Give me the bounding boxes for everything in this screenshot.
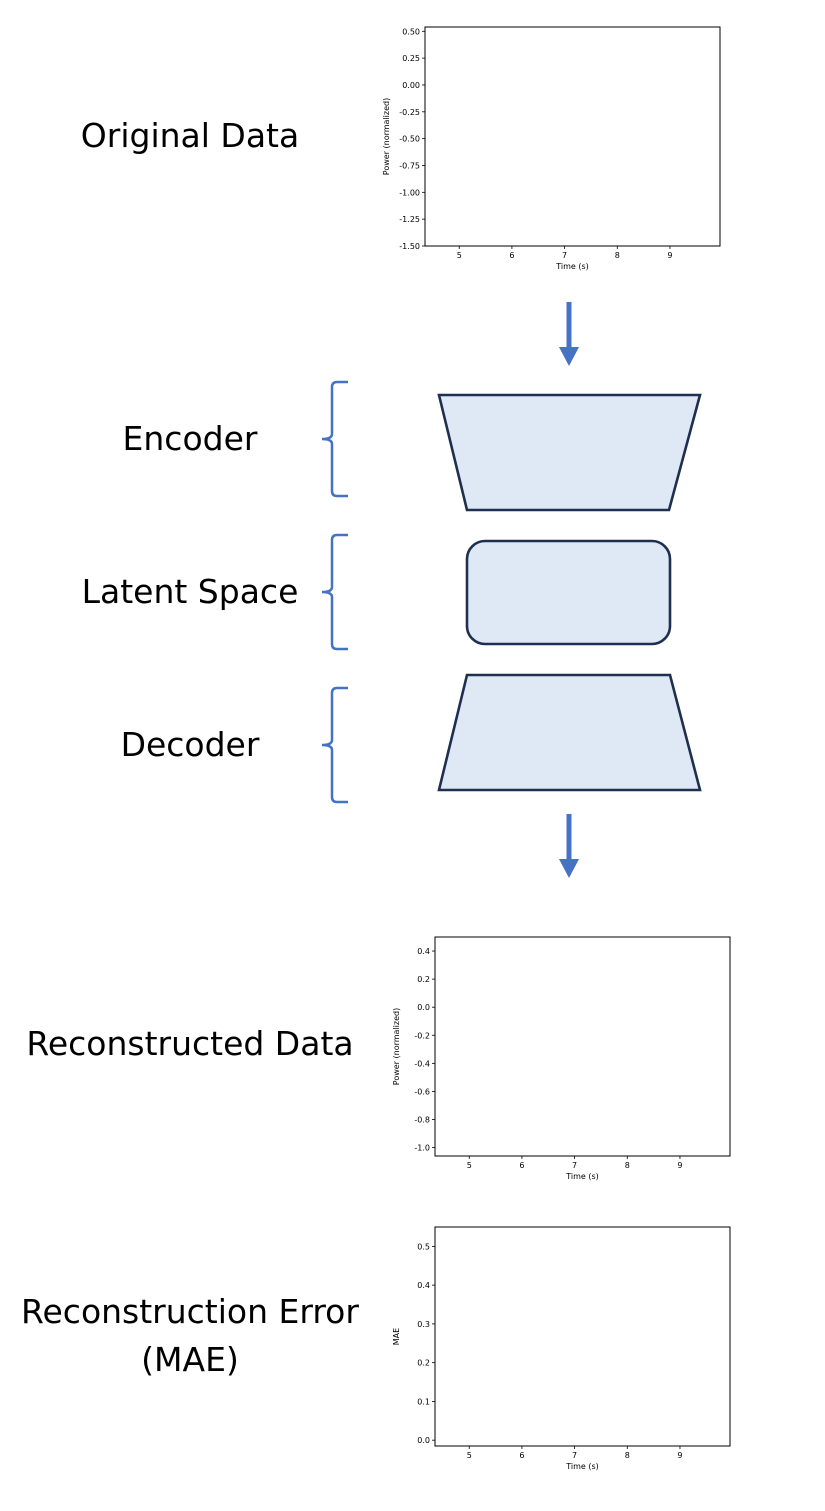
y-tick-label: 0.50	[402, 27, 420, 36]
label-original-data: Original Data	[80, 116, 300, 155]
label-decoder: Decoder	[120, 725, 260, 764]
y-tick-label: -0.25	[399, 108, 420, 117]
y-tick-label: 0.3	[417, 1320, 430, 1329]
brace-encoder	[321, 380, 348, 498]
y-axis-label: Power (normalized)	[392, 1008, 401, 1085]
y-tick-label: -1.00	[399, 188, 420, 197]
y-axis-label: MAE	[392, 1328, 401, 1345]
plot-frame	[434, 936, 731, 1157]
x-axis-label: Time (s)	[565, 1172, 599, 1181]
y-tick-label: -0.4	[414, 1059, 430, 1068]
y-tick-label: -0.75	[399, 161, 420, 170]
latent-space-block	[465, 539, 672, 646]
label-reconstructed-data: Reconstructed Data	[26, 1024, 354, 1063]
x-tick-label: 8	[625, 1451, 630, 1460]
plot-frame	[434, 1226, 731, 1447]
y-tick-label: 0.2	[417, 1359, 430, 1368]
x-axis-label: Time (s)	[555, 262, 589, 271]
y-tick-label: -0.6	[414, 1087, 430, 1096]
x-tick-label: 6	[509, 251, 514, 260]
x-axis-label: Time (s)	[565, 1462, 599, 1471]
x-tick-label: 8	[615, 251, 620, 260]
arrow-down-top	[559, 302, 579, 366]
chart-original-data: 5 6 7 8 9 -1.50 -1.25 -1.00 -0.75 -0.50 -0.25 0.00 0…	[382, 26, 721, 271]
label-encoder: Encoder	[122, 419, 258, 458]
y-tick-label: -0.50	[399, 135, 420, 144]
y-tick-label: -1.50	[399, 242, 420, 251]
label-reconstruction-error-line1: Reconstruction Error	[21, 1292, 359, 1331]
label-latent-space: Latent Space	[81, 572, 299, 611]
y-axis-label: Power (normalized)	[382, 98, 391, 175]
label-reconstruction-error: Reconstruction Error (MAE)	[10, 1288, 370, 1384]
y-tick-label: 0.00	[402, 81, 420, 90]
arrow-head	[559, 347, 579, 366]
y-tick-label: 0.4	[417, 1281, 430, 1290]
plot-frame	[424, 26, 721, 247]
y-tick-label: 0.4	[417, 947, 430, 956]
x-tick-label: 7	[572, 1451, 577, 1460]
y-tick-label: 0.0	[417, 1003, 430, 1012]
x-tick-label: 5	[467, 1161, 472, 1170]
decoder-block	[437, 673, 702, 792]
y-tick-label: -0.8	[414, 1116, 430, 1125]
x-tick-label: 9	[677, 1451, 682, 1460]
x-tick-label: 5	[457, 251, 462, 260]
y-tick-label: 0.0	[417, 1436, 430, 1445]
arrow-down-bottom	[559, 814, 579, 878]
x-tick-label: 9	[677, 1161, 682, 1170]
x-tick-label: 6	[519, 1451, 524, 1460]
x-tick-label: 9	[667, 251, 672, 260]
x-tick-label: 7	[562, 251, 567, 260]
y-tick-label: -1.0	[414, 1144, 430, 1153]
brace-decoder	[321, 686, 348, 804]
y-tick-label: 0.2	[417, 975, 430, 984]
y-tick-label: 0.5	[417, 1242, 430, 1251]
y-tick-label: -0.2	[414, 1031, 430, 1040]
x-tick-label: 6	[519, 1161, 524, 1170]
y-tick-label: 0.25	[402, 54, 420, 63]
x-tick-label: 5	[467, 1451, 472, 1460]
arrow-head	[559, 859, 579, 878]
x-tick-label: 7	[572, 1161, 577, 1170]
encoder-block	[437, 393, 702, 512]
y-tick-label: -1.25	[399, 215, 420, 224]
y-tick-label: 0.1	[417, 1397, 430, 1406]
x-tick-label: 8	[625, 1161, 630, 1170]
brace-latent-space	[321, 533, 348, 651]
label-reconstruction-error-line2: (MAE)	[141, 1340, 239, 1379]
